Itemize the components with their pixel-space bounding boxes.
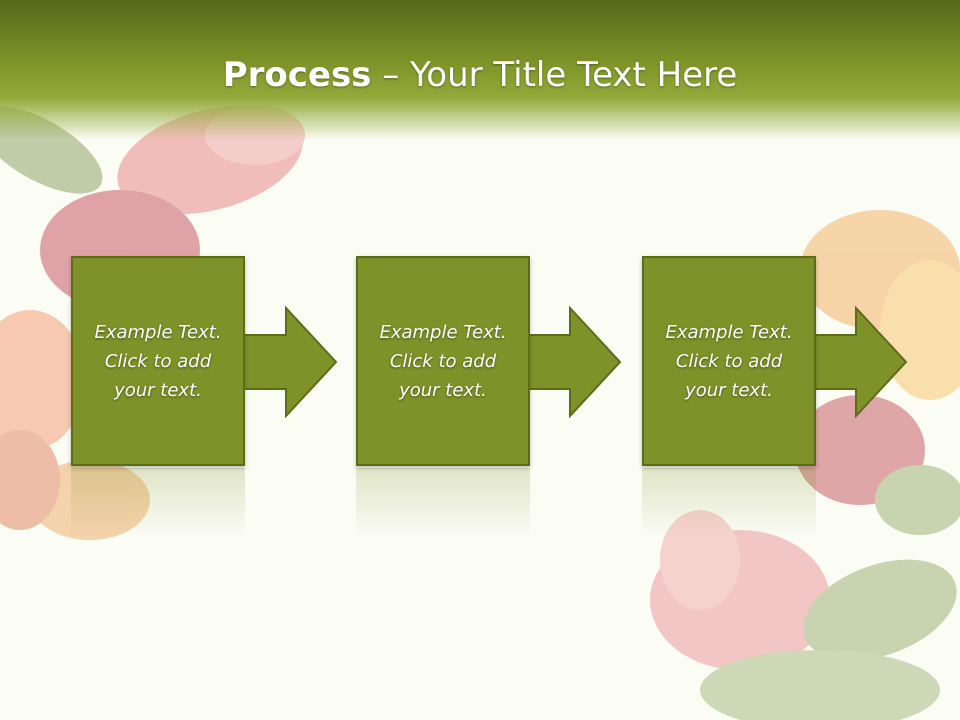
slide-title[interactable]: Process – Your Title Text Here: [0, 50, 960, 100]
step-3-text: Example Text. Click to add your text.: [665, 321, 793, 401]
step-2-text: Example Text. Click to add your text.: [379, 321, 507, 401]
step-1-text: Example Text. Click to add your text.: [94, 321, 222, 401]
step-1-reflection: [71, 468, 245, 538]
title-rest-text: – Your Title Text Here: [371, 55, 738, 95]
arrow-right-icon: [520, 306, 622, 418]
title-bar: [0, 0, 960, 140]
title-bold-text: Process: [222, 55, 372, 95]
process-step-3[interactable]: Example Text. Click to add your text.: [642, 256, 816, 466]
process-step-2[interactable]: Example Text. Click to add your text.: [356, 256, 530, 466]
process-step-1[interactable]: Example Text. Click to add your text.: [71, 256, 245, 466]
step-3-reflection: [642, 468, 816, 538]
arrow-right-icon: [236, 306, 338, 418]
step-2-reflection: [356, 468, 530, 538]
arrow-right-icon: [806, 306, 908, 418]
